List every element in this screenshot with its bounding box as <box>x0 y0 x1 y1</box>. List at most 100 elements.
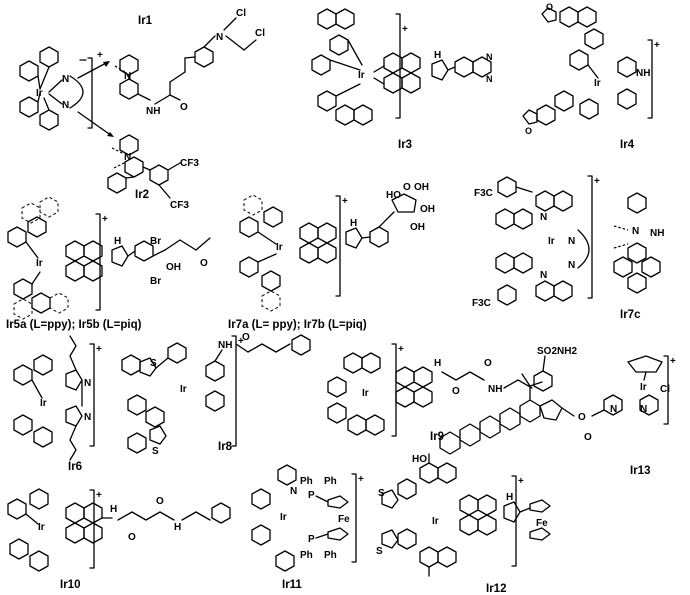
iridium-atom: Ir <box>180 384 187 395</box>
nh-group: NH <box>636 68 650 79</box>
nitrogen-atom: N <box>540 270 547 281</box>
positive-charge: + <box>518 476 524 487</box>
h-atom: H <box>174 522 181 533</box>
positive-charge: + <box>96 490 102 501</box>
iridium-atom: Ir <box>40 398 47 409</box>
oxygen-atom: O <box>452 386 460 397</box>
iridium-atom: Ir <box>276 242 283 253</box>
oxygen-atom: O <box>242 332 250 343</box>
ir11-structure: N Ir P P Ph Ph Ph Ph Fe + <box>251 464 364 572</box>
iridium-atom: Ir <box>640 382 647 393</box>
oxygen-atom: O <box>484 358 492 369</box>
sulfonamide-group: SO2NH2 <box>537 346 577 357</box>
nitrogen-atom: N <box>568 236 575 247</box>
chlorine-atom: Cl <box>660 384 670 395</box>
hydroxyl-group: OH <box>166 262 181 273</box>
sulfur-atom: S <box>376 546 383 557</box>
h-atom: H <box>114 236 121 247</box>
phosphorus-atom: P <box>308 490 315 501</box>
ir10-structure: Ir H O O H + <box>7 488 231 572</box>
nitrogen-atom: N <box>62 74 69 85</box>
h-atom: H <box>350 218 357 229</box>
compound-label-ir12: Ir12 <box>486 583 506 595</box>
compound-label-ir1: Ir1 <box>138 15 153 27</box>
positive-charge: + <box>398 344 404 355</box>
nh-group: NH <box>650 228 664 239</box>
nitrogen-atom: N <box>290 486 297 497</box>
chlorine-atom: Cl <box>255 28 265 39</box>
iron-atom: Fe <box>338 514 350 525</box>
cf3-group: CF3 <box>180 158 199 169</box>
sulfur-atom: S <box>378 488 385 499</box>
hydroxyl-group: HO <box>412 454 427 465</box>
h-atom: H <box>506 492 513 503</box>
h-atom: H <box>434 358 441 369</box>
compound-label-ir3: Ir3 <box>398 139 412 151</box>
oxygen-atom: O <box>180 102 188 113</box>
nitrogen-atom: N <box>124 152 131 163</box>
nitrogen-atom: N <box>62 100 69 111</box>
nitrogen-atom: NH <box>146 106 160 117</box>
phosphorus-atom: P <box>308 534 315 545</box>
nitrogen-atom: N <box>632 226 639 237</box>
oxygen-atom: O <box>584 432 592 443</box>
ho-group: HO <box>386 190 401 201</box>
ir4-structure: O Ir NH O + <box>522 2 660 136</box>
f3c-group: F3C <box>474 188 493 199</box>
iridium-atom: Ir <box>548 236 555 247</box>
compound-label-ir6: Ir6 <box>68 461 82 473</box>
nitrogen-atom: N <box>610 404 617 415</box>
phenyl-group: Ph <box>300 550 313 561</box>
h-atom: H <box>110 504 117 515</box>
bromine-atom: Br <box>150 276 161 287</box>
nitrogen-atom: N <box>486 74 493 84</box>
positive-charge: + <box>594 176 600 187</box>
oxygen-atom: O <box>578 412 586 423</box>
iridium-atom: Ir <box>594 78 601 89</box>
nitrogen-atom: N <box>124 71 131 82</box>
positive-charge: + <box>358 474 364 485</box>
bromine-atom: Br <box>150 236 161 247</box>
phenyl-group: Ph <box>300 476 313 487</box>
oxygen-atom: O <box>525 126 532 136</box>
ir8-structure: S Ir NH O S + <box>121 332 311 457</box>
iridium-atom: Ir <box>36 88 43 99</box>
iridium-atom: Ir <box>362 388 369 399</box>
positive-charge: + <box>238 336 244 347</box>
nh-group: NH <box>218 340 232 351</box>
compound-label-ir8: Ir8 <box>218 441 233 453</box>
positive-charge: + <box>654 40 660 51</box>
ir7c-structure: F3C N Ir N N N F3C + N NH <box>472 175 664 309</box>
chlorine-atom: Cl <box>236 8 246 19</box>
nh-group: NH <box>488 384 502 395</box>
ir1-ligand: N NH O N Cl Cl <box>114 8 265 117</box>
compound-label-ir7ab: Ir7a (L= ppy); Ir7b (L=piq) <box>228 319 367 331</box>
phenyl-group: Ph <box>324 550 337 561</box>
ir5-structure: Ir H Br Br OH O + <box>7 196 211 320</box>
oxygen-atom: O <box>546 2 553 12</box>
cf3-group: CF3 <box>170 200 189 211</box>
compound-label-ir4: Ir4 <box>620 139 635 151</box>
ir1-structure: Ir N N + <box>19 46 114 137</box>
compound-label-ir7c: Ir7c <box>620 309 641 321</box>
oxygen-atom: O <box>128 532 136 543</box>
ir9-structure: Ir H O O NH SO2NH2 + <box>327 343 577 437</box>
iridium-atom: Ir <box>38 522 45 533</box>
positive-charge: + <box>96 344 102 355</box>
iridium-atom: Ir <box>36 258 43 269</box>
ir6-structure: Ir N N + <box>13 335 102 461</box>
nitrogen-atom: N <box>568 260 575 271</box>
compound-label-ir10: Ir10 <box>60 579 80 591</box>
ir12-structure: S Ir H Fe S + <box>376 453 551 577</box>
positive-charge: + <box>402 24 408 35</box>
f3c-group: F3C <box>472 298 491 309</box>
nitrogen-atom: N <box>640 404 647 415</box>
ir3-structure: Ir H N N + <box>311 8 493 126</box>
nitrogen-atom: N <box>540 212 547 223</box>
sulfur-atom: S <box>152 446 159 457</box>
iridium-atom: Ir <box>432 516 439 527</box>
nitrogen-atom: N <box>84 412 91 423</box>
positive-charge: + <box>670 356 676 367</box>
hydroxyl-group: OH <box>420 204 435 215</box>
